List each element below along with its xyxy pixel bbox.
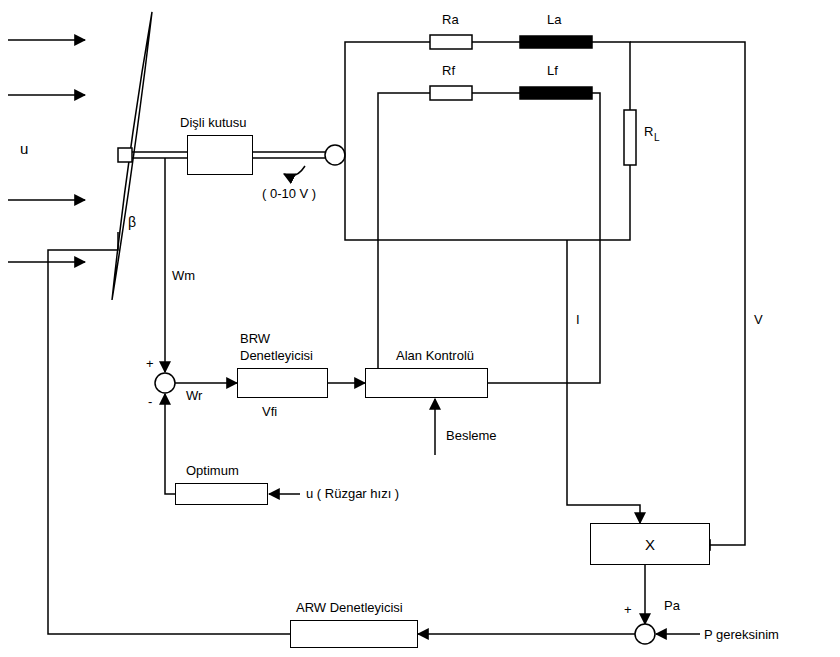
wire [418, 633, 635, 635]
shaft [253, 157, 325, 159]
component-label: Ra [442, 12, 459, 28]
component-label: La [547, 12, 561, 28]
resistor-symbol [430, 35, 472, 49]
signal-name: V [754, 312, 763, 328]
summing-junction [155, 373, 175, 393]
rotor-hub [118, 148, 132, 162]
wire [472, 92, 520, 94]
signal-name: Wm [172, 268, 195, 284]
field-control-box: Alan Kontrolü [365, 368, 488, 398]
pitch-signal [48, 232, 290, 634]
sign-label: + [146, 356, 154, 372]
generator-symbol [325, 145, 345, 165]
wind-arrow [8, 261, 85, 263]
box-heading: Alan Kontrolü [396, 347, 496, 365]
multiplier-box: X [590, 523, 710, 565]
wire [378, 93, 430, 368]
pitch-angle-label: β [128, 214, 136, 231]
signal-name: Vfi [262, 404, 277, 420]
sign-label: - [148, 394, 152, 410]
wind-arrow [8, 199, 85, 201]
supply-arrow [434, 399, 436, 455]
summing-junction [635, 624, 655, 644]
shaft [132, 151, 187, 153]
wind-arrow [8, 94, 85, 96]
input-label: u ( Rüzgar hızı ) [306, 486, 399, 502]
wire [656, 633, 700, 635]
inductor-symbol [520, 87, 592, 99]
controller-box: BRW Denetleyicisi [237, 368, 328, 398]
wire [269, 493, 300, 495]
box-heading: Optimum [186, 462, 276, 480]
wire [164, 158, 166, 372]
rotation-arrow [284, 166, 305, 176]
voltage-signal [630, 42, 745, 545]
wire [644, 565, 646, 624]
sign-label: + [624, 602, 632, 618]
turbine-blade [112, 12, 152, 300]
box-heading: BRW Denetleyicisi [240, 330, 330, 365]
wire [345, 42, 630, 240]
component-label: R [644, 124, 653, 140]
wire [472, 41, 520, 43]
resistor-symbol [430, 86, 472, 100]
inductor-symbol [520, 36, 592, 48]
signal-name: Pa [664, 598, 680, 614]
signal-name: Wr [186, 388, 202, 404]
operator-symbol: X [591, 536, 709, 553]
optimum-box: Optimum [175, 483, 268, 505]
wire [488, 93, 600, 383]
shaft [132, 157, 187, 159]
box-heading: ARW Denetleyicisi [296, 599, 446, 617]
wire [175, 382, 237, 384]
resistor-symbol [624, 110, 636, 165]
signal-name: I [576, 312, 580, 328]
component-subscript: L [654, 132, 660, 144]
wire [592, 42, 630, 110]
current-signal [567, 240, 640, 523]
wire [165, 394, 175, 494]
controller-box: ARW Denetleyicisi [290, 620, 418, 648]
shaft [253, 151, 325, 153]
gearbox-box: Dişli kutusu [187, 135, 253, 175]
wind-speed-label: u [20, 140, 28, 158]
wind-arrow [8, 39, 85, 41]
voltage-range: ( 0-10 V ) [262, 186, 316, 202]
signal-arrow [328, 382, 365, 384]
box-heading: Dişli kutusu [180, 114, 280, 132]
supply-label: Besleme [446, 428, 497, 444]
component-label: Rf [442, 63, 455, 79]
signal-name: P gereksinim [704, 627, 779, 643]
component-label: Lf [547, 63, 558, 79]
